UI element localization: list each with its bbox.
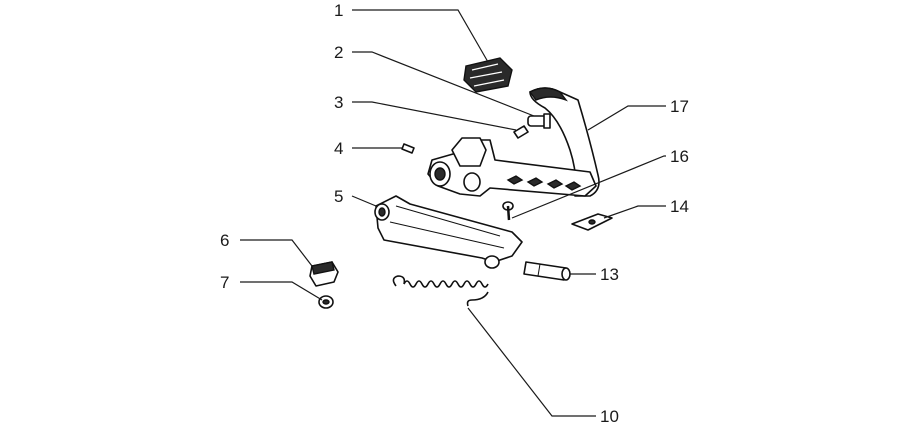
part-main-bracket [427,137,597,197]
callout-3: 3 [334,93,343,112]
part-pin [513,125,529,139]
callout-4: 4 [334,139,343,158]
part-rubber-pad [463,57,513,93]
part-plate [571,213,613,231]
callout-14: 14 [670,197,689,216]
part-lever-arm [528,87,600,197]
callout-labels: 1 2 3 4 5 6 7 10 13 14 16 17 [220,1,689,426]
callout-7: 7 [220,273,229,292]
part-bolt [527,113,551,129]
part-clip [309,261,339,287]
part-sleeve [523,261,571,281]
part-rod-pin [401,143,415,154]
callout-13: 13 [600,265,619,284]
callout-17: 17 [670,97,689,116]
callout-1: 1 [334,1,343,20]
part-stand-plate [374,195,523,269]
callout-16: 16 [670,147,689,166]
part-washer [318,295,334,309]
callout-6: 6 [220,231,229,250]
callout-10: 10 [600,407,619,426]
leader-lines [240,9,666,417]
part-spring [392,275,489,307]
part-screw [502,201,514,221]
callout-5: 5 [334,187,343,206]
callout-2: 2 [334,43,343,62]
